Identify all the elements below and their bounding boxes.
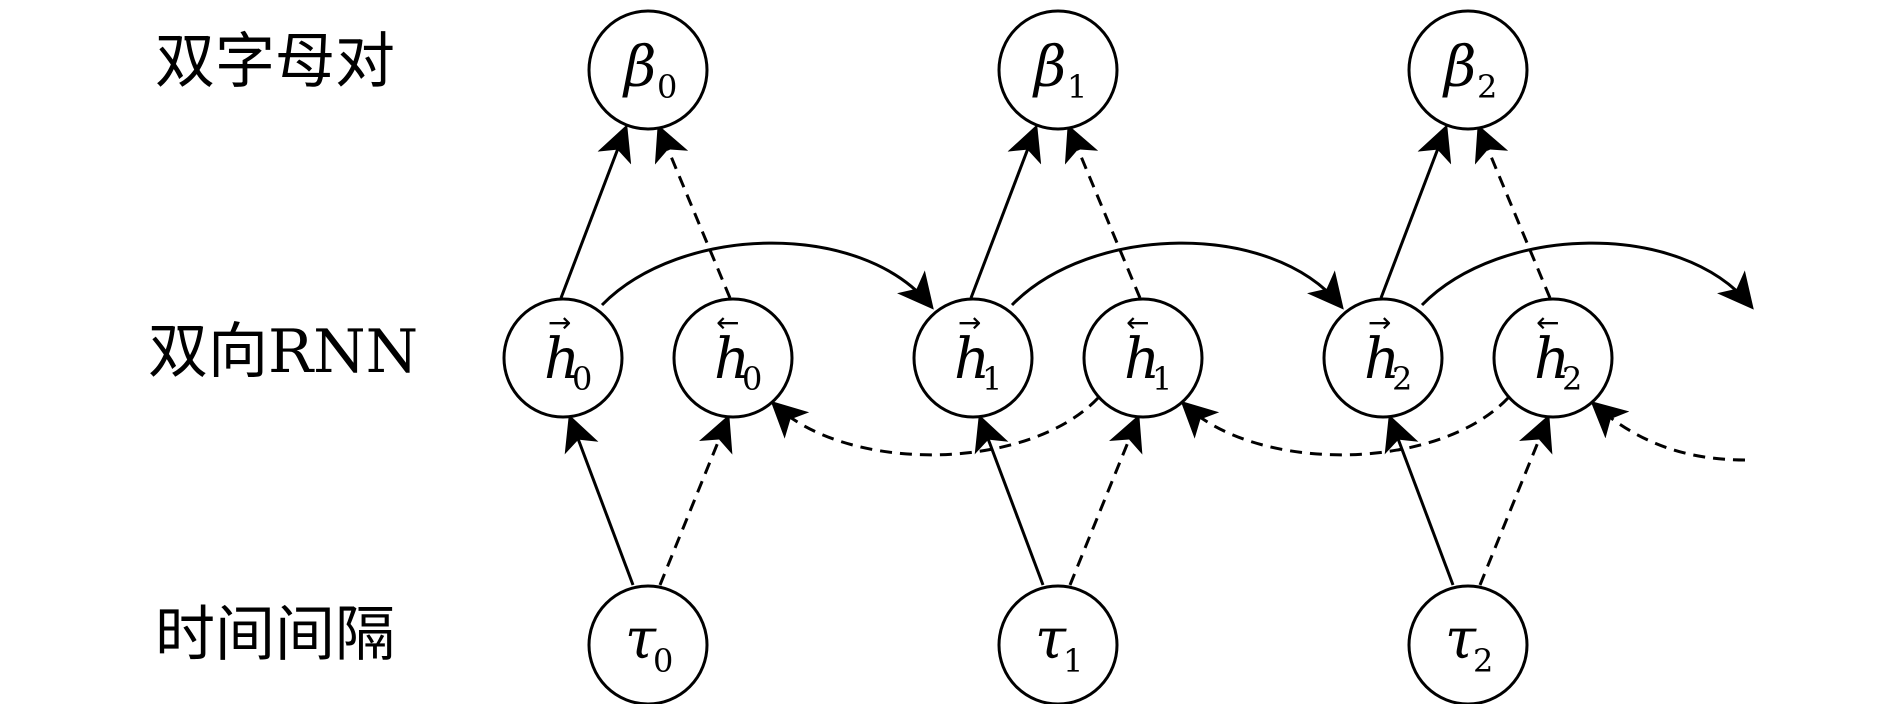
svg-text:0: 0: [742, 360, 762, 398]
edge-hbwd2-beta2: [1474, 124, 1552, 299]
edge-hfwd0-hfwd1: [600, 241, 934, 310]
node-hfwd-2: → h 2: [1322, 297, 1444, 419]
node-tau-2: τ 2: [1407, 584, 1529, 704]
svg-text:1: 1: [1063, 642, 1083, 680]
svg-text:h: h: [1124, 327, 1160, 392]
svg-text:2: 2: [1477, 68, 1497, 106]
node-hbwd-2: ← h 2: [1492, 297, 1614, 419]
svg-text:h: h: [544, 327, 580, 392]
edge-tau2-hbwd2: [1478, 414, 1553, 586]
row-label-birnn: 双向RNN: [148, 317, 418, 387]
svg-text:2: 2: [1562, 360, 1582, 398]
svg-text:τ: τ: [1445, 607, 1477, 672]
svg-text:h: h: [1534, 327, 1570, 392]
svg-text:β: β: [1032, 35, 1066, 100]
node-hfwd-1: → h 1: [912, 297, 1034, 419]
edge-hfwd2-out: [1420, 241, 1754, 310]
edge-tau1-hfwd1: [974, 414, 1045, 586]
svg-text:0: 0: [653, 642, 673, 680]
svg-text:←: ←: [1536, 306, 1559, 339]
svg-text:1: 1: [1067, 68, 1087, 106]
svg-text:0: 0: [572, 360, 592, 398]
row-label-bigram: 双字母对: [155, 27, 395, 97]
svg-text:→: →: [548, 306, 571, 339]
svg-text:←: ←: [1126, 306, 1149, 339]
svg-text:τ: τ: [1035, 607, 1067, 672]
svg-text:1: 1: [1152, 360, 1172, 398]
edge-hbwd1-beta1: [1064, 124, 1142, 299]
edge-hfwd2-beta2: [1379, 124, 1452, 299]
svg-text:→: →: [1368, 306, 1391, 339]
svg-text:→: →: [958, 306, 981, 339]
edge-hbwd0-beta0: [654, 124, 732, 299]
edge-tau2-hfwd2: [1384, 414, 1455, 586]
edge-tau0-hbwd0: [658, 414, 733, 586]
svg-text:0: 0: [657, 68, 677, 106]
node-hbwd-0: ← h 0: [672, 297, 794, 419]
edge-tau0-hfwd0: [564, 414, 635, 586]
svg-text:τ: τ: [625, 607, 657, 672]
node-tau-1: τ 1: [997, 584, 1119, 704]
edge-hbwd2-hbwd1: [1180, 396, 1510, 457]
node-tau-0: τ 0: [587, 584, 709, 704]
node-beta-0: β 0: [587, 9, 709, 131]
svg-text:←: ←: [716, 306, 739, 339]
node-beta-2: β 2: [1407, 9, 1529, 131]
edge-hbwd1-hbwd0: [770, 396, 1100, 457]
edge-hfwd1-hfwd2: [1010, 241, 1344, 310]
edge-in-hbwd2: [1590, 401, 1746, 462]
svg-text:h: h: [714, 327, 750, 392]
edge-tau1-hbwd1: [1068, 414, 1143, 586]
node-hfwd-0: → h 0: [502, 297, 624, 419]
edge-hfwd0-beta0: [559, 124, 632, 299]
svg-text:1: 1: [982, 360, 1002, 398]
node-beta-1: β 1: [997, 9, 1119, 131]
edge-hfwd1-beta1: [969, 124, 1042, 299]
svg-text:2: 2: [1473, 642, 1493, 680]
node-hbwd-1: ← h 1: [1082, 297, 1204, 419]
svg-text:2: 2: [1392, 360, 1412, 398]
svg-text:h: h: [1364, 327, 1400, 392]
row-label-time-interval: 时间间隔: [155, 600, 395, 670]
svg-text:h: h: [954, 327, 990, 392]
svg-text:β: β: [622, 35, 656, 100]
svg-text:β: β: [1442, 35, 1476, 100]
